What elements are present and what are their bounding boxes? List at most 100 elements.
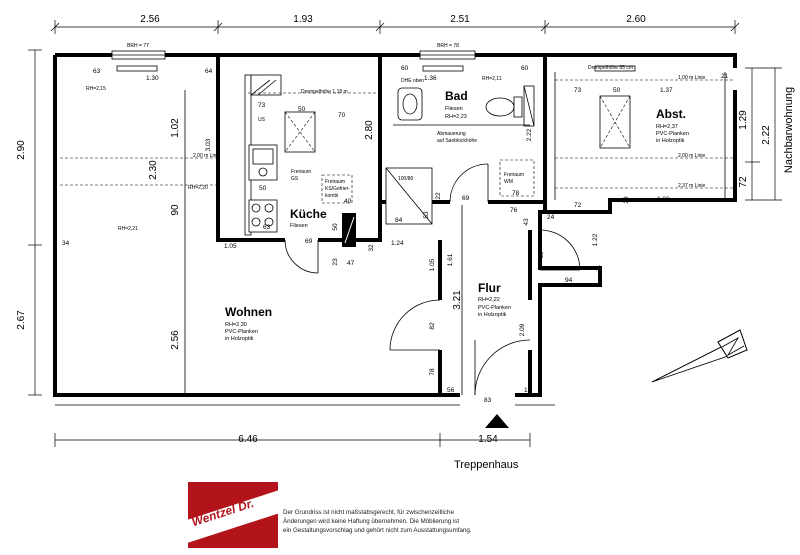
line-200-abst: 2.00 m Linie	[678, 153, 705, 159]
m-124: 1.24	[391, 240, 404, 247]
nachbarwohnung-label: Nachbarwohnung	[783, 87, 795, 173]
m-63c: 63	[263, 224, 271, 231]
left-dimension-chain: 2.90 2.67	[16, 49, 42, 396]
freiraum-ks-2: KS/Gefrier-	[325, 186, 350, 192]
skylight-abst	[594, 65, 636, 72]
dim-top-1: 2.56	[140, 14, 160, 25]
m-11: 11	[595, 264, 602, 271]
line-200-wohnen: 2.00 m Linie	[193, 153, 220, 159]
m-209: 2.09	[519, 323, 526, 336]
room-flur-height: RH=2,22	[478, 297, 500, 303]
m-15: 15	[524, 387, 532, 394]
m-69f: 69	[462, 195, 470, 202]
dhe-oben: DHE oben	[401, 78, 424, 84]
room-bad-name: Bad	[445, 89, 468, 103]
bottom-dimension-chain: 6.46 1.54	[54, 433, 531, 447]
bath-door-swing	[449, 163, 489, 203]
wohnen-door-swing	[389, 299, 441, 351]
m-64: 64	[205, 68, 213, 75]
rh-bad-top: RH=2,11	[482, 76, 502, 82]
m-76: 76	[510, 207, 518, 214]
m-161: 1.61	[447, 253, 454, 266]
m-90: 90	[170, 204, 181, 216]
m-60a: 60	[401, 65, 409, 72]
m-9a: 9	[543, 266, 550, 270]
room-flur-name: Flur	[478, 281, 501, 295]
kitchen-stove	[248, 199, 278, 233]
dim-right-3: 72	[738, 176, 749, 188]
m-43: 43	[523, 218, 530, 226]
line-237: 2.37 m Linie	[678, 183, 705, 189]
m-60b: 60	[521, 65, 529, 72]
m-94: 94	[565, 277, 573, 284]
entrance-door-swing	[474, 339, 531, 396]
m-22: 22	[435, 192, 442, 200]
disclaimer-line-3: ein Gestaltungsvorschlag und gehört nich…	[283, 527, 472, 534]
rh-wohnen-top: RH=2,15	[86, 86, 106, 92]
m-70: 70	[338, 112, 346, 119]
m-321: 3.21	[452, 290, 463, 310]
dim-bottom-2: 1.54	[478, 434, 498, 445]
dim-bottom-1: 6.46	[238, 434, 258, 445]
room-bad: 60 1.36 RH=2,11 60 DHE oben Bad Fliesen …	[385, 65, 535, 225]
m-137: 1.37	[660, 87, 673, 94]
m-83: 83	[484, 397, 492, 404]
room-abst-floor2: in Holzoptik	[656, 138, 685, 144]
dim-left-2: 2.67	[16, 310, 27, 330]
m-21: 21	[721, 73, 729, 80]
m-50c: 50	[259, 185, 267, 192]
m-32: 32	[368, 244, 375, 252]
room-wohnen-height: RH=2,30	[225, 322, 247, 328]
dim-right-1: 1.29	[738, 110, 749, 130]
m-82: 82	[429, 322, 436, 330]
window-right: BRH = 78	[419, 43, 476, 60]
freiraum-gs-2: GS	[291, 176, 299, 182]
room-flur: 69 76 1.05 1.61 3.21 Flur RH=2,22 PVC-Pl…	[389, 195, 532, 428]
m-188: 1.88	[657, 196, 670, 203]
drempel-abst: Drempelhöhe 85 cm	[588, 65, 633, 71]
bath-toilet	[485, 97, 515, 117]
m-34: 34	[62, 240, 70, 247]
skylight-bad	[422, 65, 464, 72]
shower-size: 100/80	[398, 176, 414, 182]
m-50a: 50	[613, 87, 621, 94]
window-left: BRH = 77	[111, 43, 166, 60]
m-23: 23	[332, 258, 339, 266]
room-wohnen-name: Wohnen	[225, 305, 272, 319]
freiraum-gs-1: Freiraum	[291, 169, 311, 175]
m-72: 72	[574, 202, 582, 209]
line-100: 1.00 m Linie	[678, 75, 705, 81]
drempel-kueche: Drempelhöhe 1,18 m	[301, 89, 348, 95]
dim-top-4: 2.60	[626, 14, 646, 25]
m-50-kitchen: 50	[332, 223, 339, 231]
abmauerung-2: auf Sanblockhöhe	[437, 138, 477, 144]
rh-wohnen-mid: RH=2,20	[188, 185, 208, 191]
m-230: 2.30	[148, 160, 159, 180]
m-130: 1.30	[146, 75, 159, 82]
m-73k: 73	[258, 102, 266, 109]
freiraum-ks-1: Freiraum	[325, 179, 345, 185]
freiraum-wm-2: WM	[504, 179, 513, 185]
company-logo: Wentzel Dr. IMMOBILIEN SEIT 1820	[188, 482, 278, 548]
m-53: 53	[423, 211, 430, 219]
m-63: 63	[93, 68, 101, 75]
m-222: 2.22	[526, 128, 533, 141]
room-bad-height: RH=2,23	[445, 114, 467, 120]
m-50k: 50	[298, 106, 306, 113]
window-left-label: BRH = 77	[127, 43, 149, 49]
dim-top-3: 2.51	[450, 14, 470, 25]
abst-door-swing	[539, 229, 581, 271]
m-40: 40	[344, 198, 352, 205]
freiraum-ks-3: kombi	[325, 193, 338, 199]
disclaimer: Der Grundriss ist nicht maßstabsgerecht,…	[283, 508, 533, 535]
dim-right-2: 2.22	[761, 125, 772, 145]
m-303: 3.03	[205, 138, 212, 151]
skylight-wohnen	[116, 65, 158, 72]
m-78b: 78	[429, 368, 436, 376]
m-84: 84	[395, 217, 403, 224]
m-102: 1.02	[170, 118, 181, 138]
m-69d: 69	[538, 251, 545, 259]
freiraum-wm-1: Freiraum	[504, 172, 524, 178]
kitchen-us: US	[258, 117, 266, 123]
m-280: 2.80	[364, 120, 375, 140]
